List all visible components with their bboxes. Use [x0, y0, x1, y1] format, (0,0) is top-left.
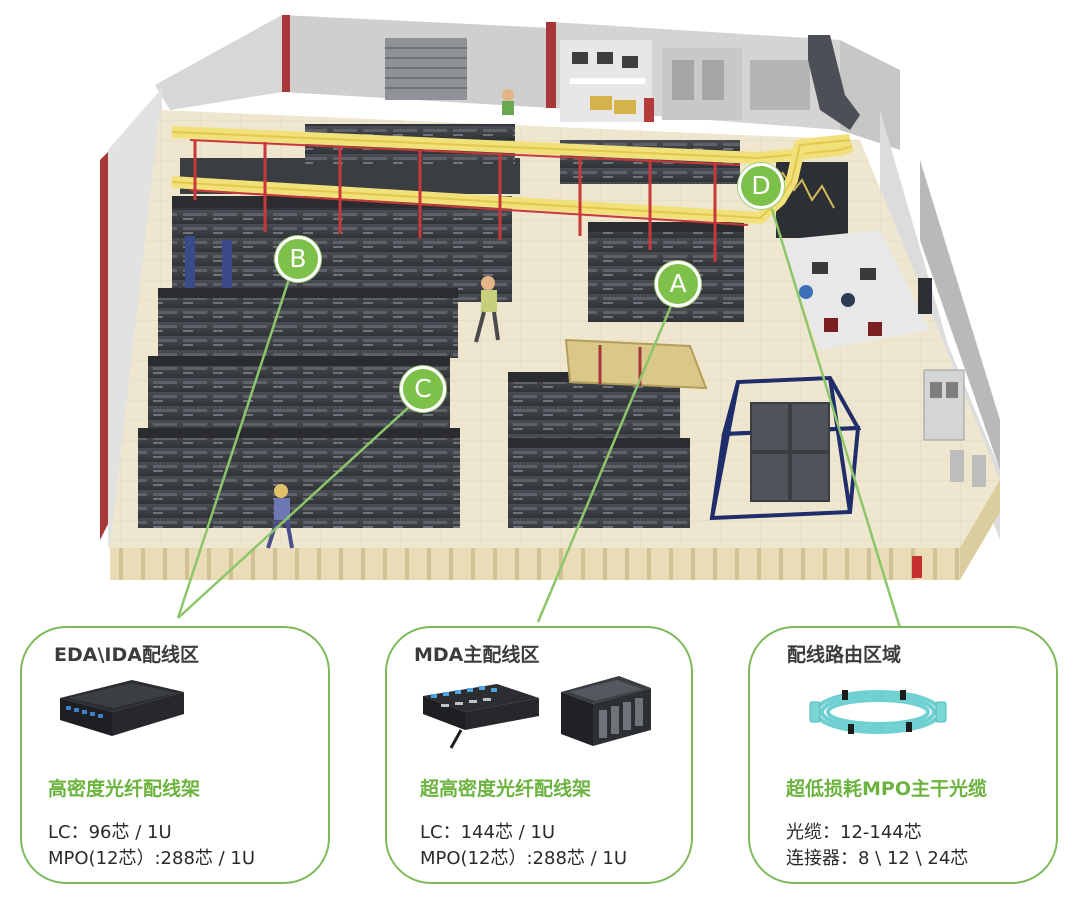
- card-product: 超高密度光纤配线架: [420, 778, 592, 800]
- card-product: 超低损耗MPO主干光缆: [786, 778, 987, 800]
- card-spec-lc: LC：144芯 / 1U: [420, 822, 556, 843]
- tray-hangers: [193, 140, 717, 262]
- card-title: 配线路由区域: [787, 644, 902, 666]
- card-spec-connector: 连接器：8 \ 12 \ 24芯: [786, 848, 969, 869]
- cable-trays: [171, 126, 854, 226]
- card-spec-mpo: MPO(12芯）:288芯 / 1U: [48, 848, 256, 869]
- technicians: [266, 89, 514, 549]
- marker-c: C: [400, 366, 446, 412]
- card-spec-cable: 光缆：12-144芯: [786, 822, 922, 843]
- floor-opening: [564, 338, 708, 390]
- telecom-room: [776, 162, 986, 487]
- card-eda-ida: EDA\IDA配线区 高密度光纤配线架 LC：96芯 / 1U MPO(12芯）…: [20, 626, 330, 884]
- marker-d: D: [738, 163, 784, 209]
- rackmount-enclosure-image: [561, 676, 651, 746]
- card-cable-routing: 配线路由区域 超低损耗MPO主干光缆 光缆：12-144芯 连接器：8 \ 12…: [748, 626, 1058, 884]
- marker-a: A: [655, 261, 701, 307]
- callout-lines: [176, 208, 902, 629]
- hvac-duct: [808, 35, 860, 130]
- card-product: 高密度光纤配线架: [48, 778, 201, 800]
- card-title: EDA\IDA配线区: [54, 644, 199, 666]
- stairway: [385, 38, 467, 100]
- high-density-patch-panel-image: [60, 680, 184, 736]
- eda-rack-rows: [138, 196, 512, 528]
- card-mda: MDA主配线区 超高密度光纤配线架 LC：144芯 / 1U MPO(12芯）:…: [385, 626, 693, 884]
- card-spec-lc: LC：96芯 / 1U: [48, 822, 172, 843]
- card-spec-mpo: MPO(12芯）:288芯 / 1U: [420, 848, 628, 869]
- card-title: MDA主配线区: [414, 644, 540, 666]
- office-room: [560, 40, 810, 122]
- ultra-high-density-panel-image: [423, 684, 539, 749]
- raised-floor-edge: [110, 548, 960, 580]
- mda-rack-rows: [508, 222, 744, 528]
- server-cage: [709, 375, 862, 521]
- marker-b: B: [275, 236, 321, 282]
- mpo-trunk-cable-image: [809, 690, 947, 734]
